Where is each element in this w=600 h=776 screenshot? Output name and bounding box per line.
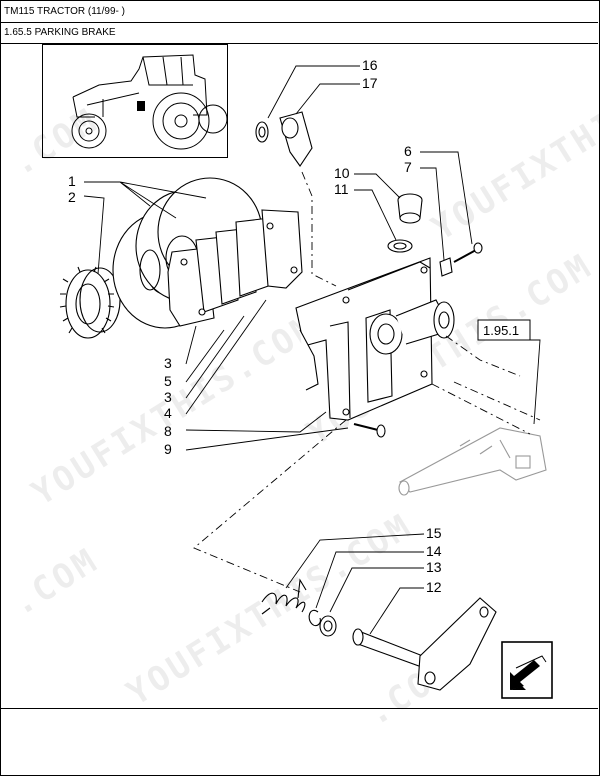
spring: [261, 578, 307, 615]
shaft-lever: [352, 597, 497, 691]
reference-box[interactable]: 1.95.1: [477, 319, 531, 341]
reference-label[interactable]: 1.95.1: [483, 323, 519, 338]
brake-housing: [295, 257, 455, 421]
callout-10: 10: [334, 165, 350, 181]
callout-2: 2: [68, 189, 76, 205]
next-page-arrow-icon[interactable]: [501, 641, 553, 699]
friction-pads: [167, 209, 303, 327]
callout-7: 7: [404, 159, 412, 175]
callout-8: 8: [164, 423, 172, 439]
circlip-and-washer: [308, 609, 337, 637]
gear-part: [59, 266, 121, 339]
callout-16: 16: [362, 57, 378, 73]
callout-14: 14: [426, 543, 442, 559]
callout-17: 17: [362, 75, 378, 91]
assembly-centerlines: [193, 171, 541, 593]
callout-13: 13: [426, 559, 442, 575]
tractor-thumbnail: [42, 44, 228, 158]
callout-1: 1: [68, 173, 76, 189]
lever-arm: [255, 111, 313, 167]
tractor-thumbnail-icon: [71, 54, 228, 150]
bolt-and-washer: [439, 242, 483, 277]
model-title: TM115 TRACTOR (11/99- ): [4, 6, 125, 17]
leader-lines: [83, 65, 541, 635]
bolt-9: [353, 423, 386, 438]
callout-4: 4: [164, 405, 172, 421]
parking-brake-location-marker: [137, 101, 145, 111]
callout-3: 3: [164, 355, 172, 371]
callout-11: 11: [334, 181, 349, 197]
bushing-and-ring: [387, 193, 423, 253]
header-section-row: 1.65.5 PARKING BRAKE: [0, 23, 598, 44]
section-title: 1.65.5 PARKING BRAKE: [4, 27, 116, 38]
callout-6: 6: [404, 143, 412, 159]
callout-9: 9: [164, 441, 172, 457]
callout-15: 15: [426, 525, 442, 541]
callout-5: 5: [164, 373, 172, 389]
hand-lever-ref: [398, 427, 547, 496]
callout-12: 12: [426, 579, 442, 595]
footer-divider: [0, 708, 598, 709]
callout-3-second: 3: [164, 389, 172, 405]
header-title-row: TM115 TRACTOR (11/99- ): [0, 0, 598, 23]
